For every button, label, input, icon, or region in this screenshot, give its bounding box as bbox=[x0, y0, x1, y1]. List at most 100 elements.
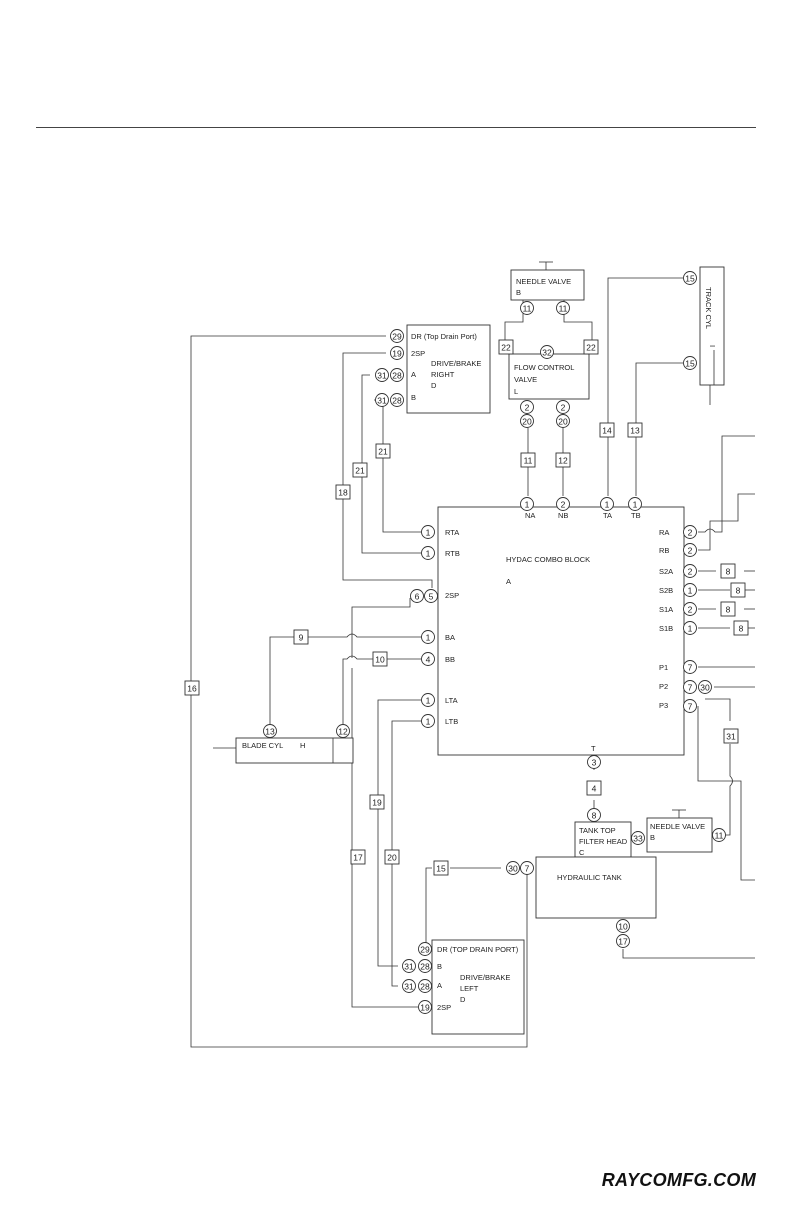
callout-circle-label: 11 bbox=[559, 304, 568, 314]
callout-circle bbox=[628, 497, 642, 511]
dbr-portB: B bbox=[411, 393, 416, 402]
dbr-port2: 2SP bbox=[411, 349, 425, 358]
callout-square bbox=[184, 680, 200, 696]
fcv-line2: VALVE bbox=[514, 375, 537, 384]
callout-circle bbox=[421, 714, 435, 728]
callout-circle bbox=[683, 680, 697, 694]
callout-square-label: 8 bbox=[736, 586, 741, 596]
callout-circle-label: 31 bbox=[377, 371, 387, 381]
callout-square-label: 17 bbox=[353, 853, 363, 863]
callout-circle bbox=[390, 393, 404, 407]
callout-circle-label: 32 bbox=[542, 348, 552, 358]
callout-square bbox=[369, 794, 385, 810]
callout-circle bbox=[421, 630, 435, 644]
dbl-portA: A bbox=[437, 981, 442, 990]
filter-line1: TANK TOP bbox=[579, 826, 616, 835]
callout-circle bbox=[506, 861, 520, 875]
hydac-RA: RA bbox=[659, 528, 669, 537]
hydac-S2B: S2B bbox=[659, 586, 673, 595]
callout-square bbox=[583, 339, 599, 355]
hydac-S2A: S2A bbox=[659, 567, 673, 576]
needle-right-title: NEEDLE VALVE bbox=[650, 822, 705, 831]
track-cylinder: TRACK CYL I bbox=[699, 266, 725, 386]
callout-square bbox=[375, 443, 391, 459]
callout-circle bbox=[421, 652, 435, 666]
hydac-combo-block: HYDAC COMBO BLOCK A NA NB TA TB RTA RTB … bbox=[437, 506, 685, 756]
callout-circle bbox=[390, 368, 404, 382]
callout-circle bbox=[683, 602, 697, 616]
callout-circle-label: 1 bbox=[688, 624, 693, 634]
track-cyl-label: TRACK CYL bbox=[704, 287, 713, 329]
hydac-P1: P1 bbox=[659, 663, 668, 672]
callout-circle-label: 1 bbox=[426, 717, 431, 727]
callout-circle bbox=[390, 329, 404, 343]
callout-circle-label: 6 bbox=[415, 592, 420, 602]
callout-circle-label: 1 bbox=[426, 696, 431, 706]
drive-brake-left: DR (TOP DRAIN PORT) B DRIVE/BRAKE A LEFT… bbox=[431, 939, 525, 1035]
dbl-portB: B bbox=[437, 962, 442, 971]
callout-square bbox=[720, 601, 736, 617]
callout-circle-label: 28 bbox=[420, 962, 430, 972]
callout-circle bbox=[683, 660, 697, 674]
callout-square-label: 11 bbox=[524, 456, 533, 466]
callout-circle-label: 2 bbox=[525, 403, 530, 413]
callout-circle bbox=[631, 831, 645, 845]
callout-square-label: 12 bbox=[558, 456, 568, 466]
callout-circle-label: 2 bbox=[688, 528, 693, 538]
callout-circle bbox=[418, 959, 432, 973]
callout-square bbox=[520, 452, 536, 468]
callout-circle bbox=[683, 583, 697, 597]
callout-square-label: 19 bbox=[372, 798, 382, 808]
callout-square bbox=[627, 422, 643, 438]
callout-square bbox=[433, 860, 449, 876]
needle-top-letter: B bbox=[516, 288, 521, 297]
callout-circle-label: 1 bbox=[426, 633, 431, 643]
blade-cylinder: BLADE CYL H bbox=[235, 737, 354, 764]
callout-circle-label: 31 bbox=[404, 962, 414, 972]
needle-valve-right: NEEDLE VALVE B bbox=[646, 809, 713, 853]
callout-square-label: 21 bbox=[355, 466, 365, 476]
hydac-RB: RB bbox=[659, 546, 669, 555]
flow-control-valve: FLOW CONTROL VALVE L bbox=[508, 353, 590, 400]
callout-circle bbox=[698, 680, 712, 694]
callout-circle bbox=[683, 271, 697, 285]
callout-square bbox=[723, 728, 739, 744]
callout-circle bbox=[418, 1000, 432, 1014]
callout-circle-label: 20 bbox=[558, 417, 568, 427]
callout-square-label: 22 bbox=[501, 343, 511, 353]
callout-square bbox=[293, 629, 309, 645]
callout-circle-label: 30 bbox=[700, 683, 710, 693]
hydac-LTB: LTB bbox=[445, 717, 458, 726]
callout-circle-label: 2 bbox=[561, 500, 566, 510]
callout-square-label: 15 bbox=[436, 864, 446, 874]
callout-circle-label: 29 bbox=[392, 332, 402, 342]
callout-circle-label: 8 bbox=[592, 811, 597, 821]
callout-circle-label: 31 bbox=[377, 396, 387, 406]
hydac-P3: P3 bbox=[659, 701, 668, 710]
callout-circle-label: 2 bbox=[561, 403, 566, 413]
hydac-title: HYDAC COMBO BLOCK bbox=[506, 555, 590, 564]
callout-circle-label: 5 bbox=[429, 592, 434, 602]
callout-circle-label: 3 bbox=[592, 758, 597, 768]
callout-circle bbox=[421, 525, 435, 539]
callout-circle bbox=[540, 345, 554, 359]
callout-circle bbox=[683, 356, 697, 370]
hydac-TA: TA bbox=[603, 511, 612, 520]
callout-square bbox=[384, 849, 400, 865]
callout-circle-label: 13 bbox=[265, 727, 275, 737]
callout-square-label: 14 bbox=[602, 426, 612, 436]
callout-circle bbox=[418, 979, 432, 993]
callout-circle-label: 1 bbox=[633, 500, 638, 510]
callout-circle-label: 11 bbox=[715, 831, 724, 841]
callout-square-label: 8 bbox=[739, 624, 744, 634]
callout-circle-label: 19 bbox=[420, 1003, 430, 1013]
callout-square bbox=[372, 651, 388, 667]
callout-square bbox=[498, 339, 514, 355]
callout-circle bbox=[402, 959, 416, 973]
callout-circle bbox=[520, 400, 534, 414]
callout-circle bbox=[683, 699, 697, 713]
callout-circle bbox=[390, 346, 404, 360]
callout-circle bbox=[587, 808, 601, 822]
fcv-line1: FLOW CONTROL bbox=[514, 363, 574, 372]
callout-circle bbox=[616, 919, 630, 933]
